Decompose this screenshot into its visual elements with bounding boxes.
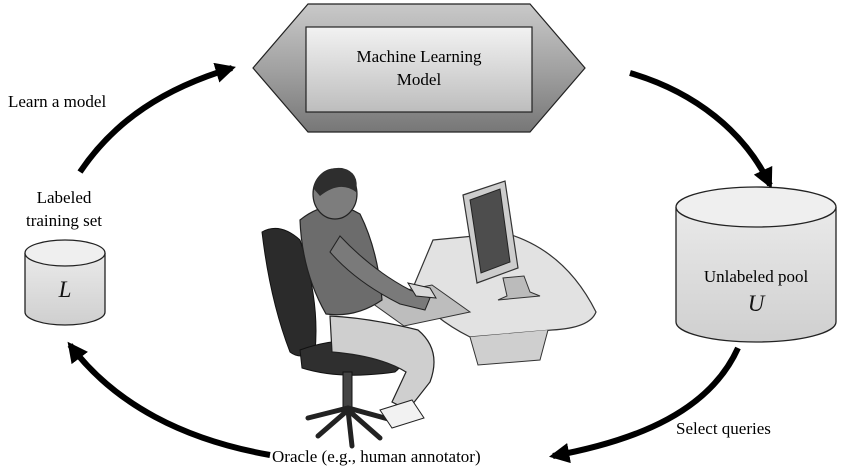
labeled-set-caption-line1: Labeled xyxy=(36,188,92,207)
human-annotator-illustration xyxy=(261,167,597,449)
arrow-to-unlabeled-pool xyxy=(629,70,773,189)
oracle-caption: Oracle (e.g., human annotator) xyxy=(272,447,481,466)
labeled-set-symbol: L xyxy=(58,277,72,302)
arrow-to-oracle xyxy=(548,346,741,464)
model-title-line1: Machine Learning xyxy=(356,47,482,66)
select-queries-label: Select queries xyxy=(676,419,771,438)
arrow-to-model xyxy=(77,62,236,174)
unlabeled-pool-cylinder xyxy=(675,186,837,343)
arrow-to-labeled-set xyxy=(67,341,271,458)
labeled-set-cylinder xyxy=(24,239,106,326)
model-hexagon xyxy=(252,3,586,133)
learn-a-model-label: Learn a model xyxy=(8,92,107,111)
unlabeled-pool-caption: Unlabeled pool xyxy=(703,267,809,286)
unlabeled-pool-symbol: U xyxy=(747,291,765,316)
model-title-line2: Model xyxy=(396,70,442,89)
labeled-set-caption-line2: training set xyxy=(25,211,102,230)
